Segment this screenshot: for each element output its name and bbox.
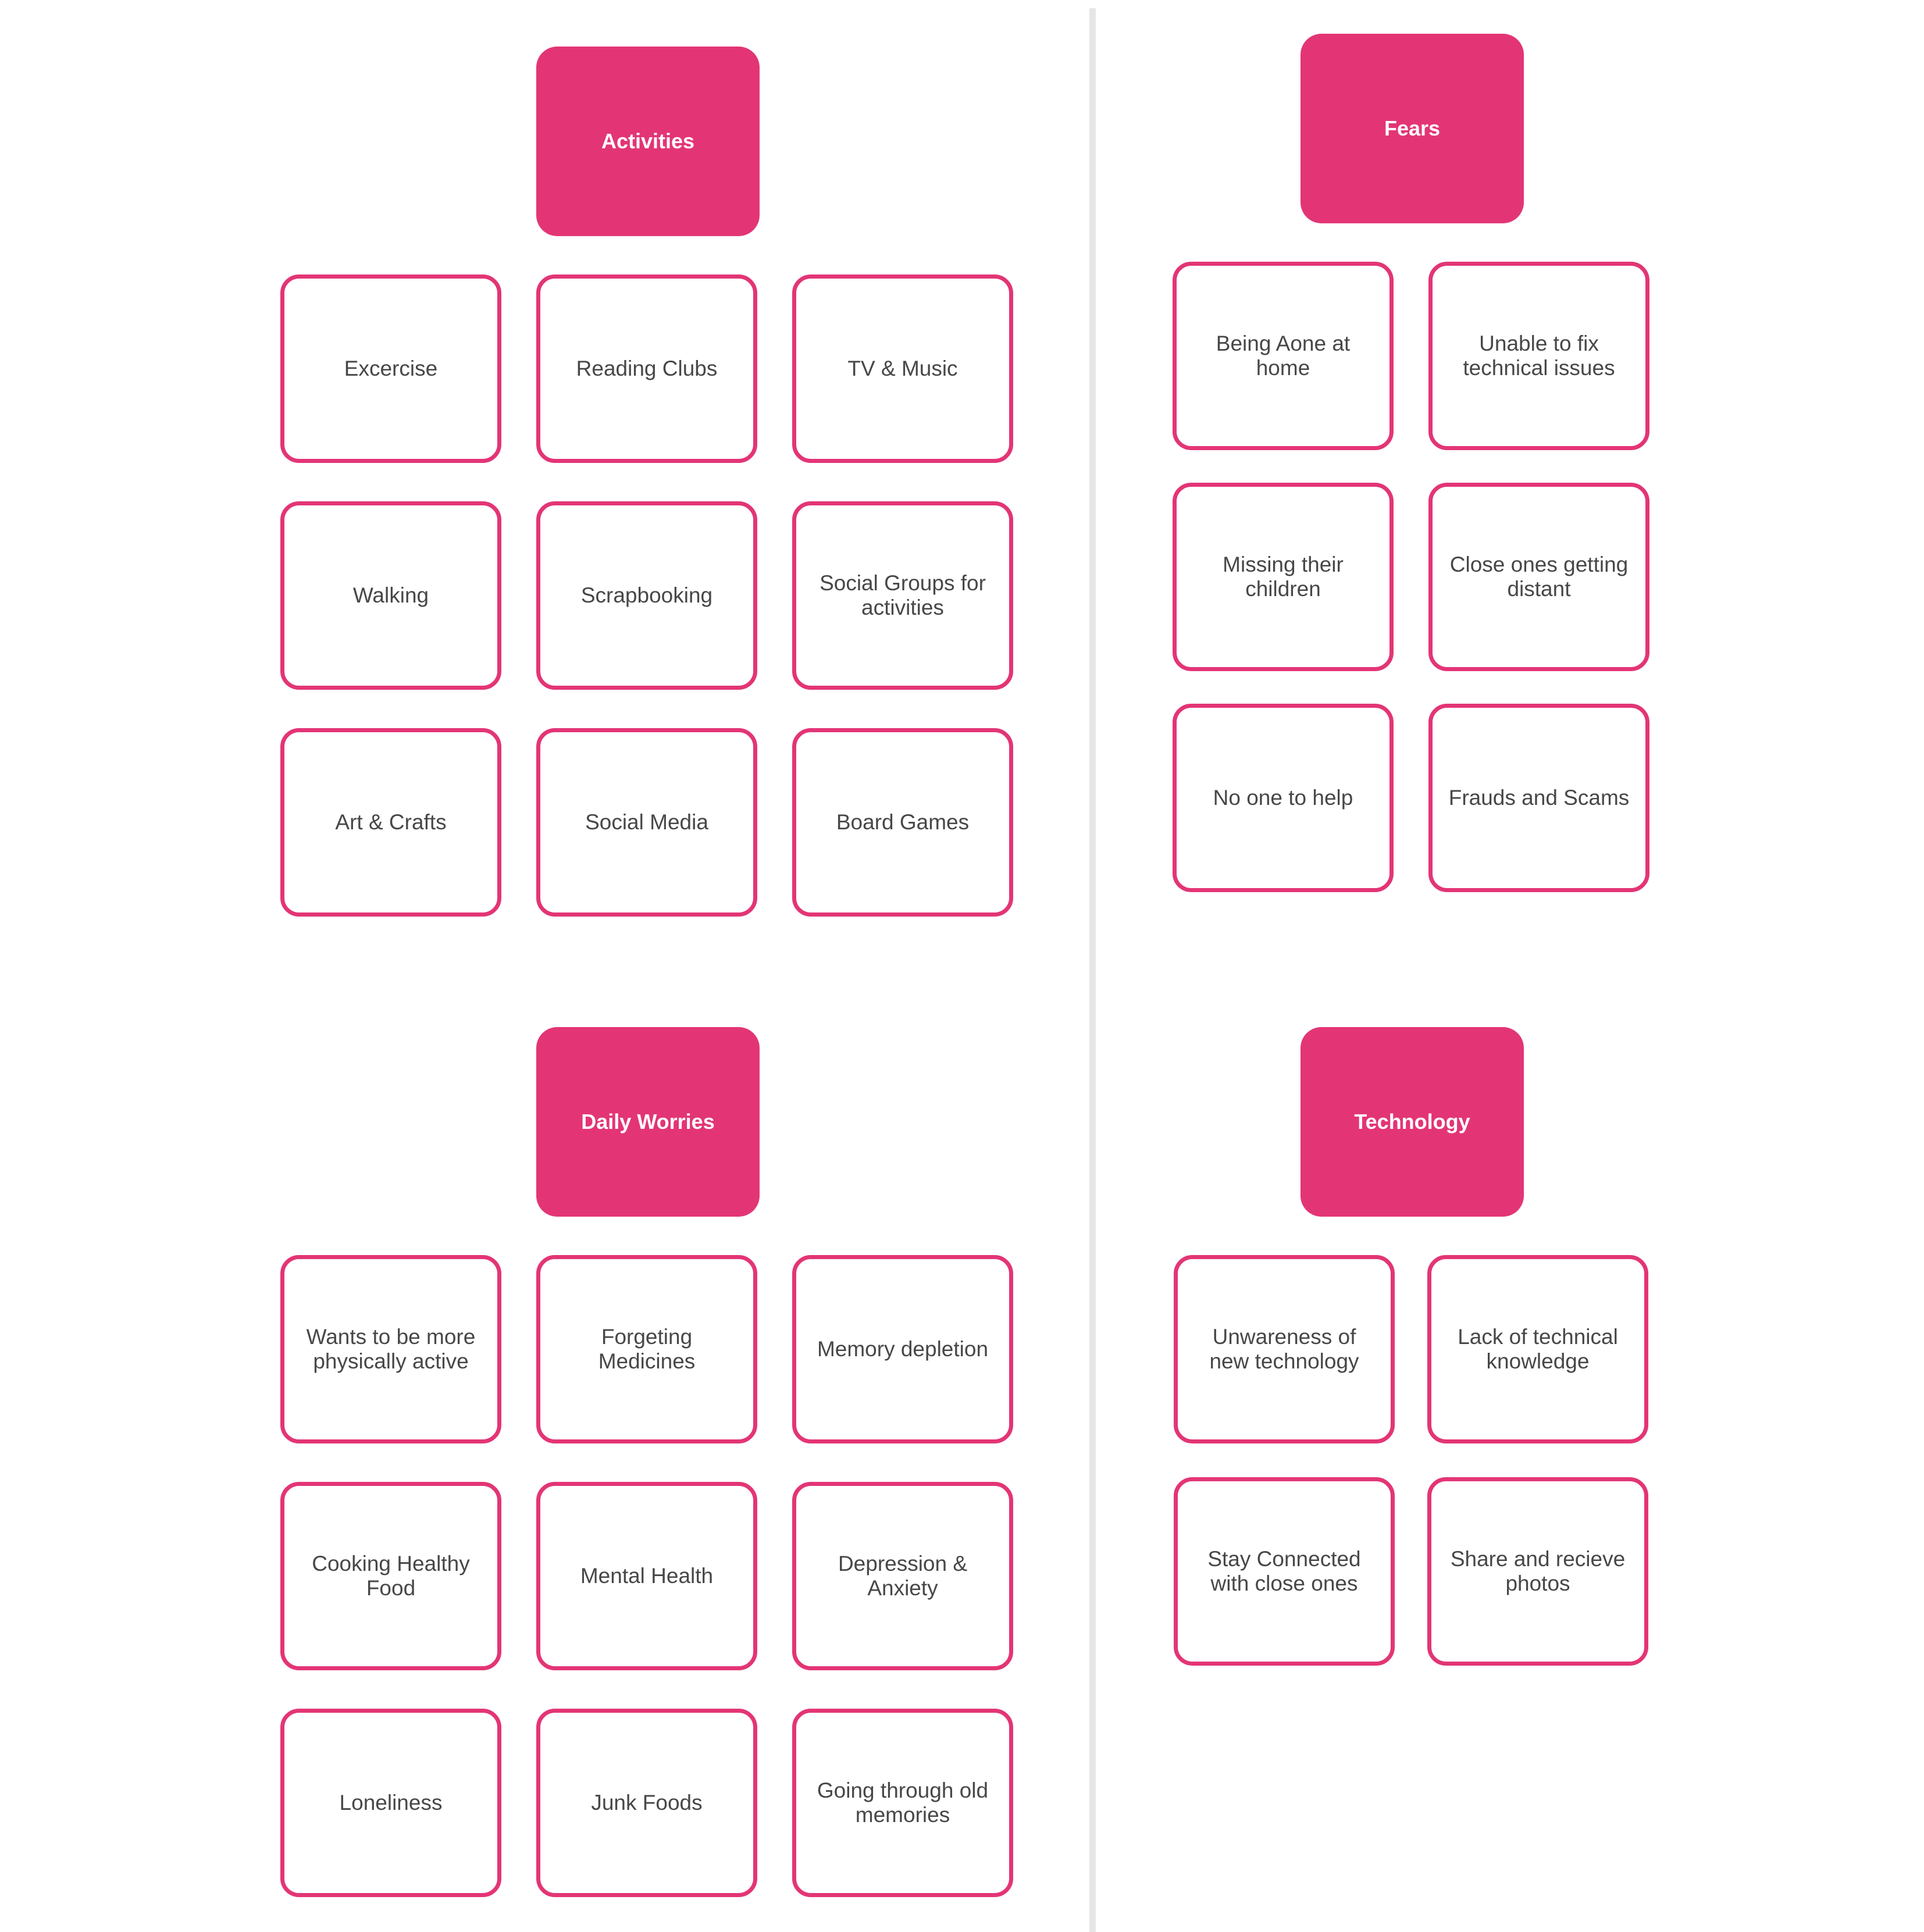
card-fears-6: Frauds and Scams: [1428, 704, 1649, 892]
column-divider: [1089, 8, 1096, 1932]
card-activities-4: Walking: [280, 501, 501, 690]
card-daily-worries-7: Loneliness: [280, 1709, 501, 1897]
card-technology-2: Lack of technical knowledge: [1427, 1255, 1648, 1443]
header-activities: Activities: [536, 47, 760, 236]
card-fears-1: Being Aone at home: [1173, 262, 1394, 450]
header-fears: Fears: [1301, 34, 1524, 223]
card-technology-3: Stay Connected with close ones: [1174, 1477, 1395, 1666]
card-fears-4: Close ones getting distant: [1428, 483, 1649, 671]
card-technology-4: Share and recieve photos: [1427, 1477, 1648, 1666]
card-daily-worries-6: Depression & Anxiety: [792, 1482, 1013, 1670]
card-activities-2: Reading Clubs: [536, 275, 757, 463]
card-daily-worries-5: Mental Health: [536, 1482, 757, 1670]
card-activities-7: Art & Crafts: [280, 728, 501, 917]
card-daily-worries-4: Cooking Healthy Food: [280, 1482, 501, 1670]
header-technology: Technology: [1301, 1027, 1524, 1217]
card-activities-8: Social Media: [536, 728, 757, 917]
card-activities-5: Scrapbooking: [536, 501, 757, 690]
card-fears-2: Unable to fix technical issues: [1428, 262, 1649, 450]
card-activities-1: Excercise: [280, 275, 501, 463]
card-daily-worries-3: Memory depletion: [792, 1255, 1013, 1443]
card-fears-3: Missing their children: [1173, 483, 1394, 671]
card-daily-worries-1: Wants to be more physically active: [280, 1255, 501, 1443]
card-activities-3: TV & Music: [792, 275, 1013, 463]
card-technology-1: Unwareness of new technology: [1174, 1255, 1395, 1443]
card-fears-5: No one to help: [1173, 704, 1394, 892]
card-daily-worries-8: Junk Foods: [536, 1709, 757, 1897]
card-daily-worries-9: Going through old memories: [792, 1709, 1013, 1897]
card-activities-6: Social Groups for activities: [792, 501, 1013, 690]
card-daily-worries-2: Forgeting Medicines: [536, 1255, 757, 1443]
card-activities-9: Board Games: [792, 728, 1013, 917]
header-daily-worries: Daily Worries: [536, 1027, 760, 1217]
